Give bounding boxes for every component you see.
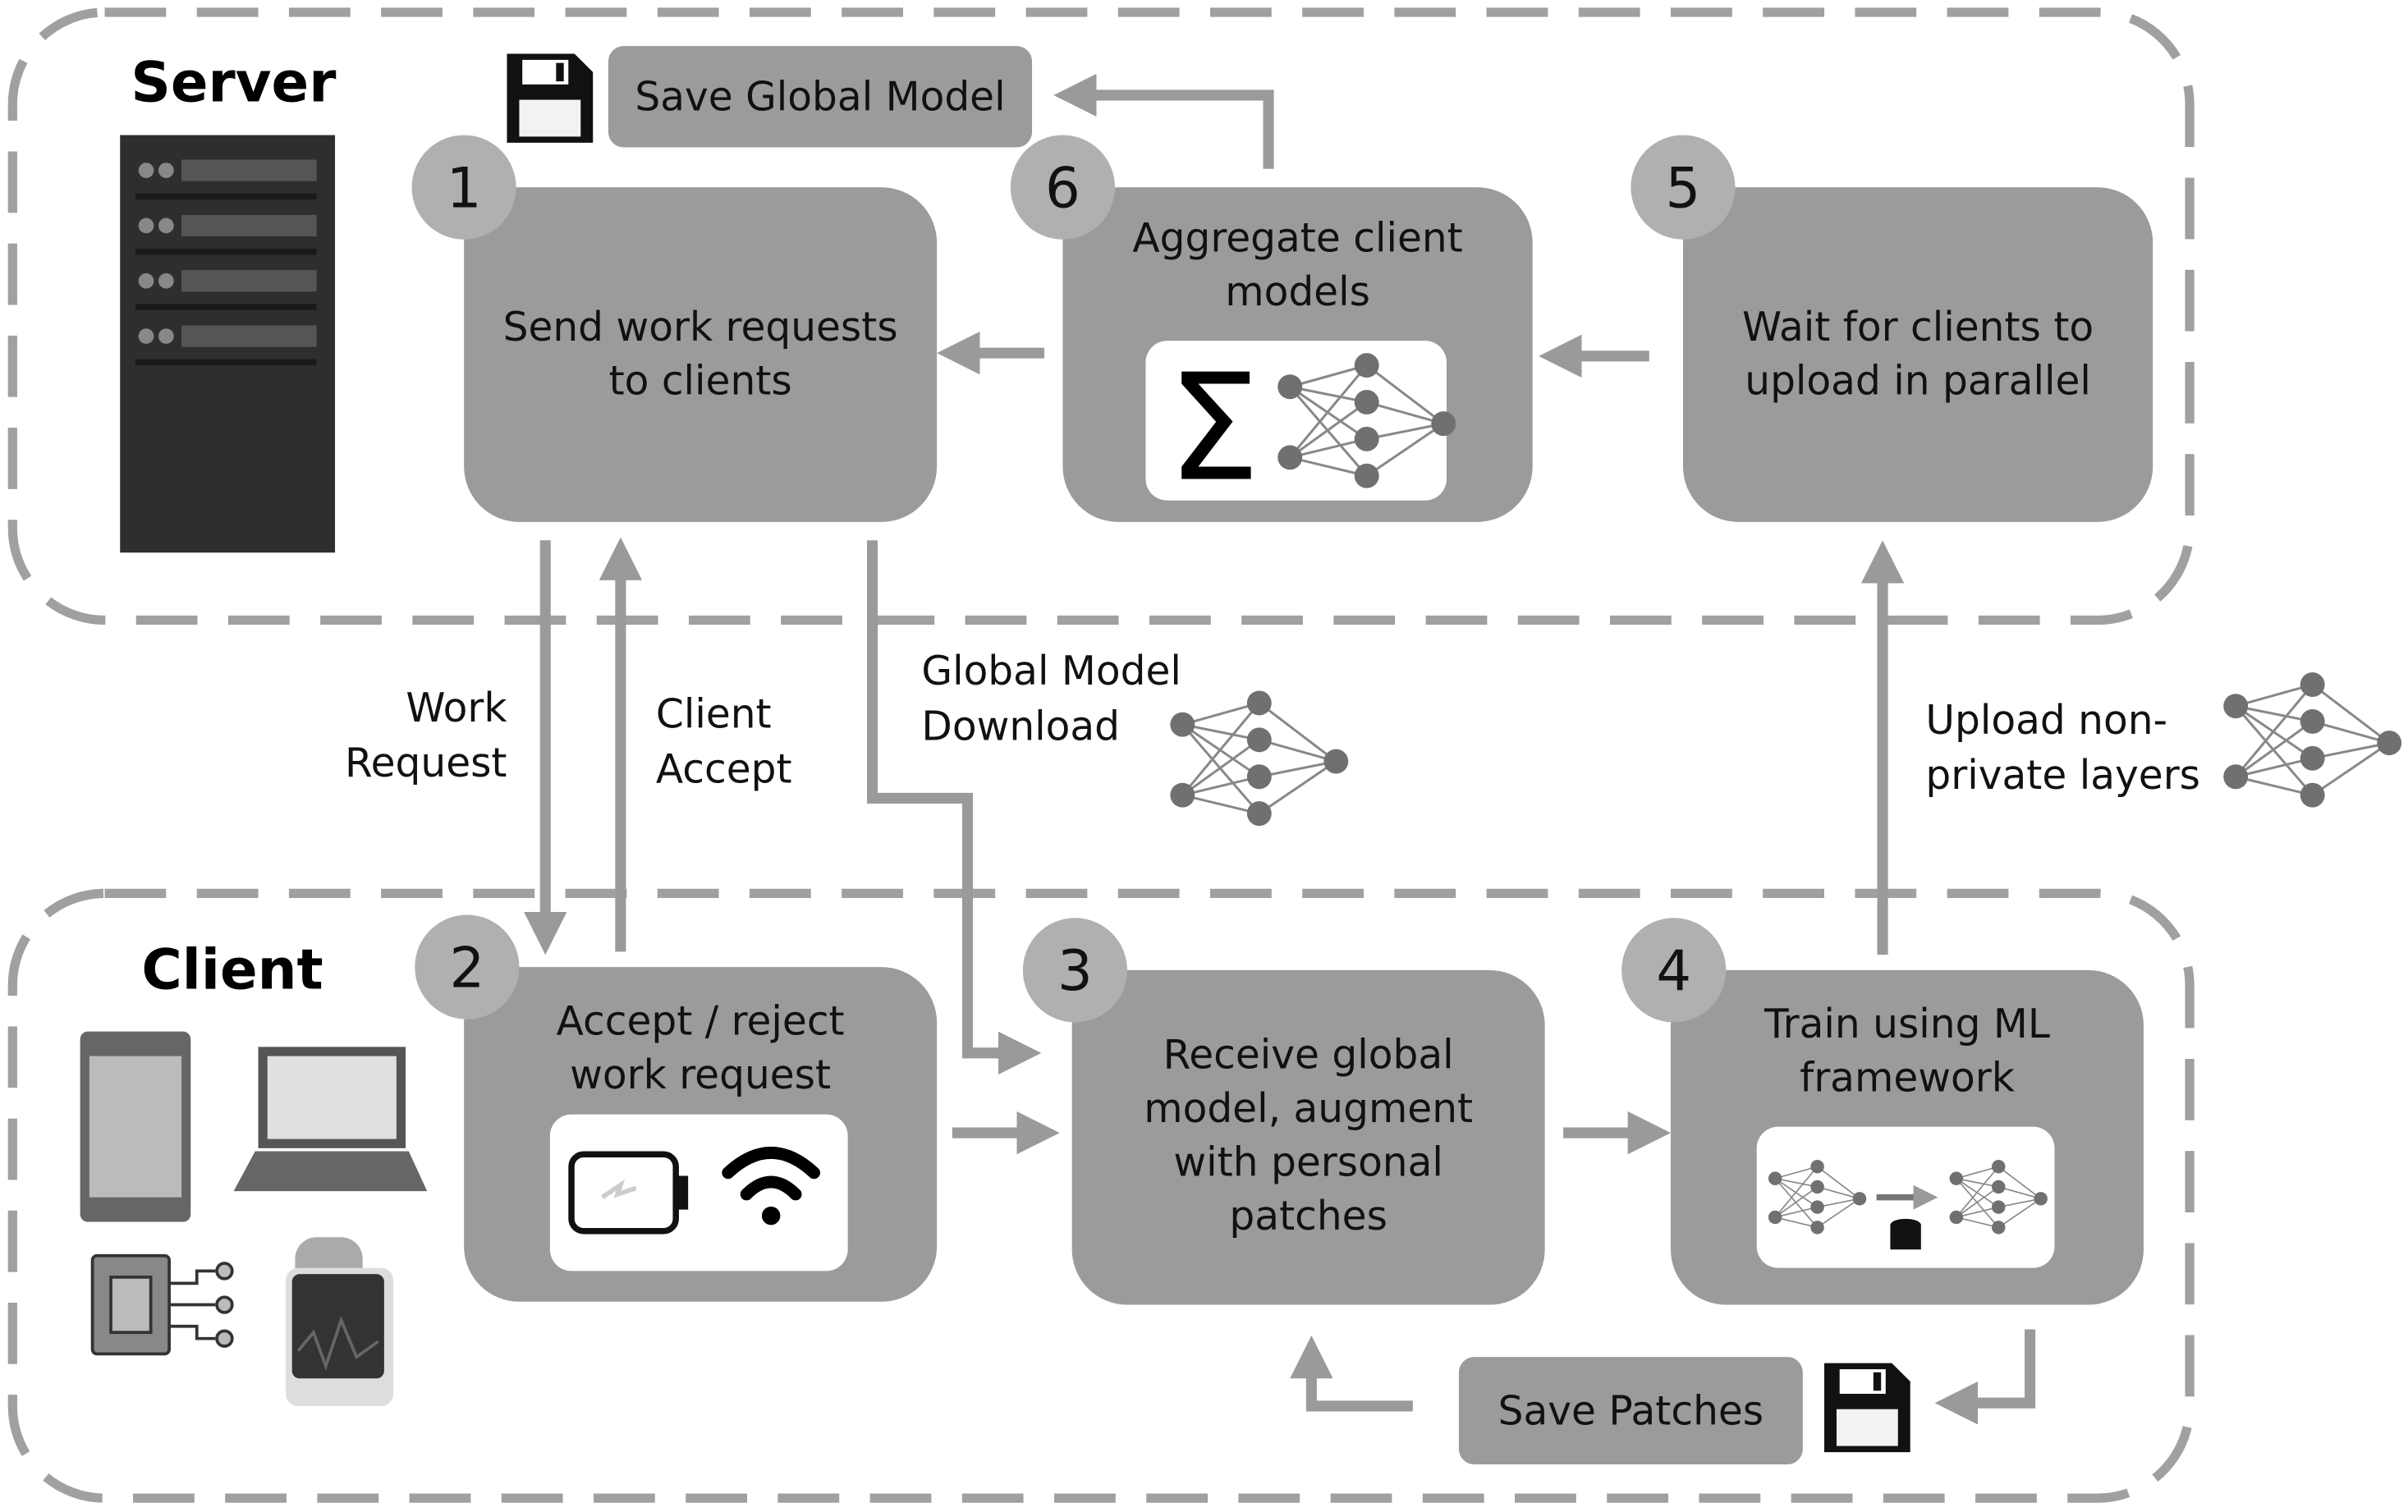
step-number: 3 — [1057, 939, 1093, 1003]
arrow-patches-to-3 — [1290, 1335, 1413, 1412]
floppy-disk-icon — [507, 53, 594, 143]
step-number: 6 — [1045, 156, 1080, 220]
step-number-badge — [1022, 918, 1127, 1023]
wifi-icon — [722, 1146, 820, 1226]
client-region — [7, 888, 2195, 1503]
floppy-disk-icon — [1824, 1363, 1910, 1453]
save-patches-box[interactable] — [1458, 1357, 1803, 1465]
step-box-bg — [1682, 187, 2153, 522]
step-number-badge — [1010, 135, 1116, 240]
server-rack-icon — [120, 135, 336, 553]
train-icon-panel — [1756, 1126, 2055, 1268]
chip-icon — [90, 1253, 234, 1356]
step-number: 4 — [1656, 939, 1691, 1003]
sigma-icon: Σ — [1167, 342, 1260, 514]
smartwatch-icon — [286, 1237, 394, 1406]
upload-non-private-label: Upload non-private layers — [1925, 698, 2200, 799]
arrow-save-global — [1053, 73, 1274, 169]
step-number-badge — [1621, 918, 1727, 1023]
step-number: 5 — [1666, 156, 1701, 220]
step-number: 2 — [449, 936, 484, 1000]
save-global-model-box[interactable] — [608, 46, 1033, 148]
aggregate-icon-panel: Σ — [1145, 341, 1457, 514]
laptop-icon — [233, 1047, 428, 1192]
arrows — [524, 73, 2036, 1425]
step-number-badge — [415, 914, 520, 1019]
arrow-4-to-save — [1934, 1329, 2036, 1425]
device-conditions-panel — [549, 1114, 848, 1271]
save-patches-label: Save Patches — [1498, 1388, 1764, 1434]
step-number-badge — [1631, 135, 1736, 240]
neural-network-icon — [1168, 690, 1350, 827]
smartphone-icon — [80, 1031, 191, 1222]
neural-network-icon — [2222, 671, 2403, 809]
step-number-badge — [411, 135, 516, 240]
arrow-global-download — [867, 540, 1042, 1075]
step-box-bg — [464, 187, 938, 522]
battery-icon — [568, 1151, 689, 1235]
save-global-model-label: Save Global Model — [635, 75, 1005, 121]
database-icon — [1890, 1218, 1921, 1250]
server-title: Server — [131, 50, 336, 114]
client-title: Client — [141, 937, 323, 1001]
step-box-bg — [1071, 969, 1545, 1305]
step-number: 1 — [447, 156, 482, 220]
server-region — [7, 7, 2195, 625]
